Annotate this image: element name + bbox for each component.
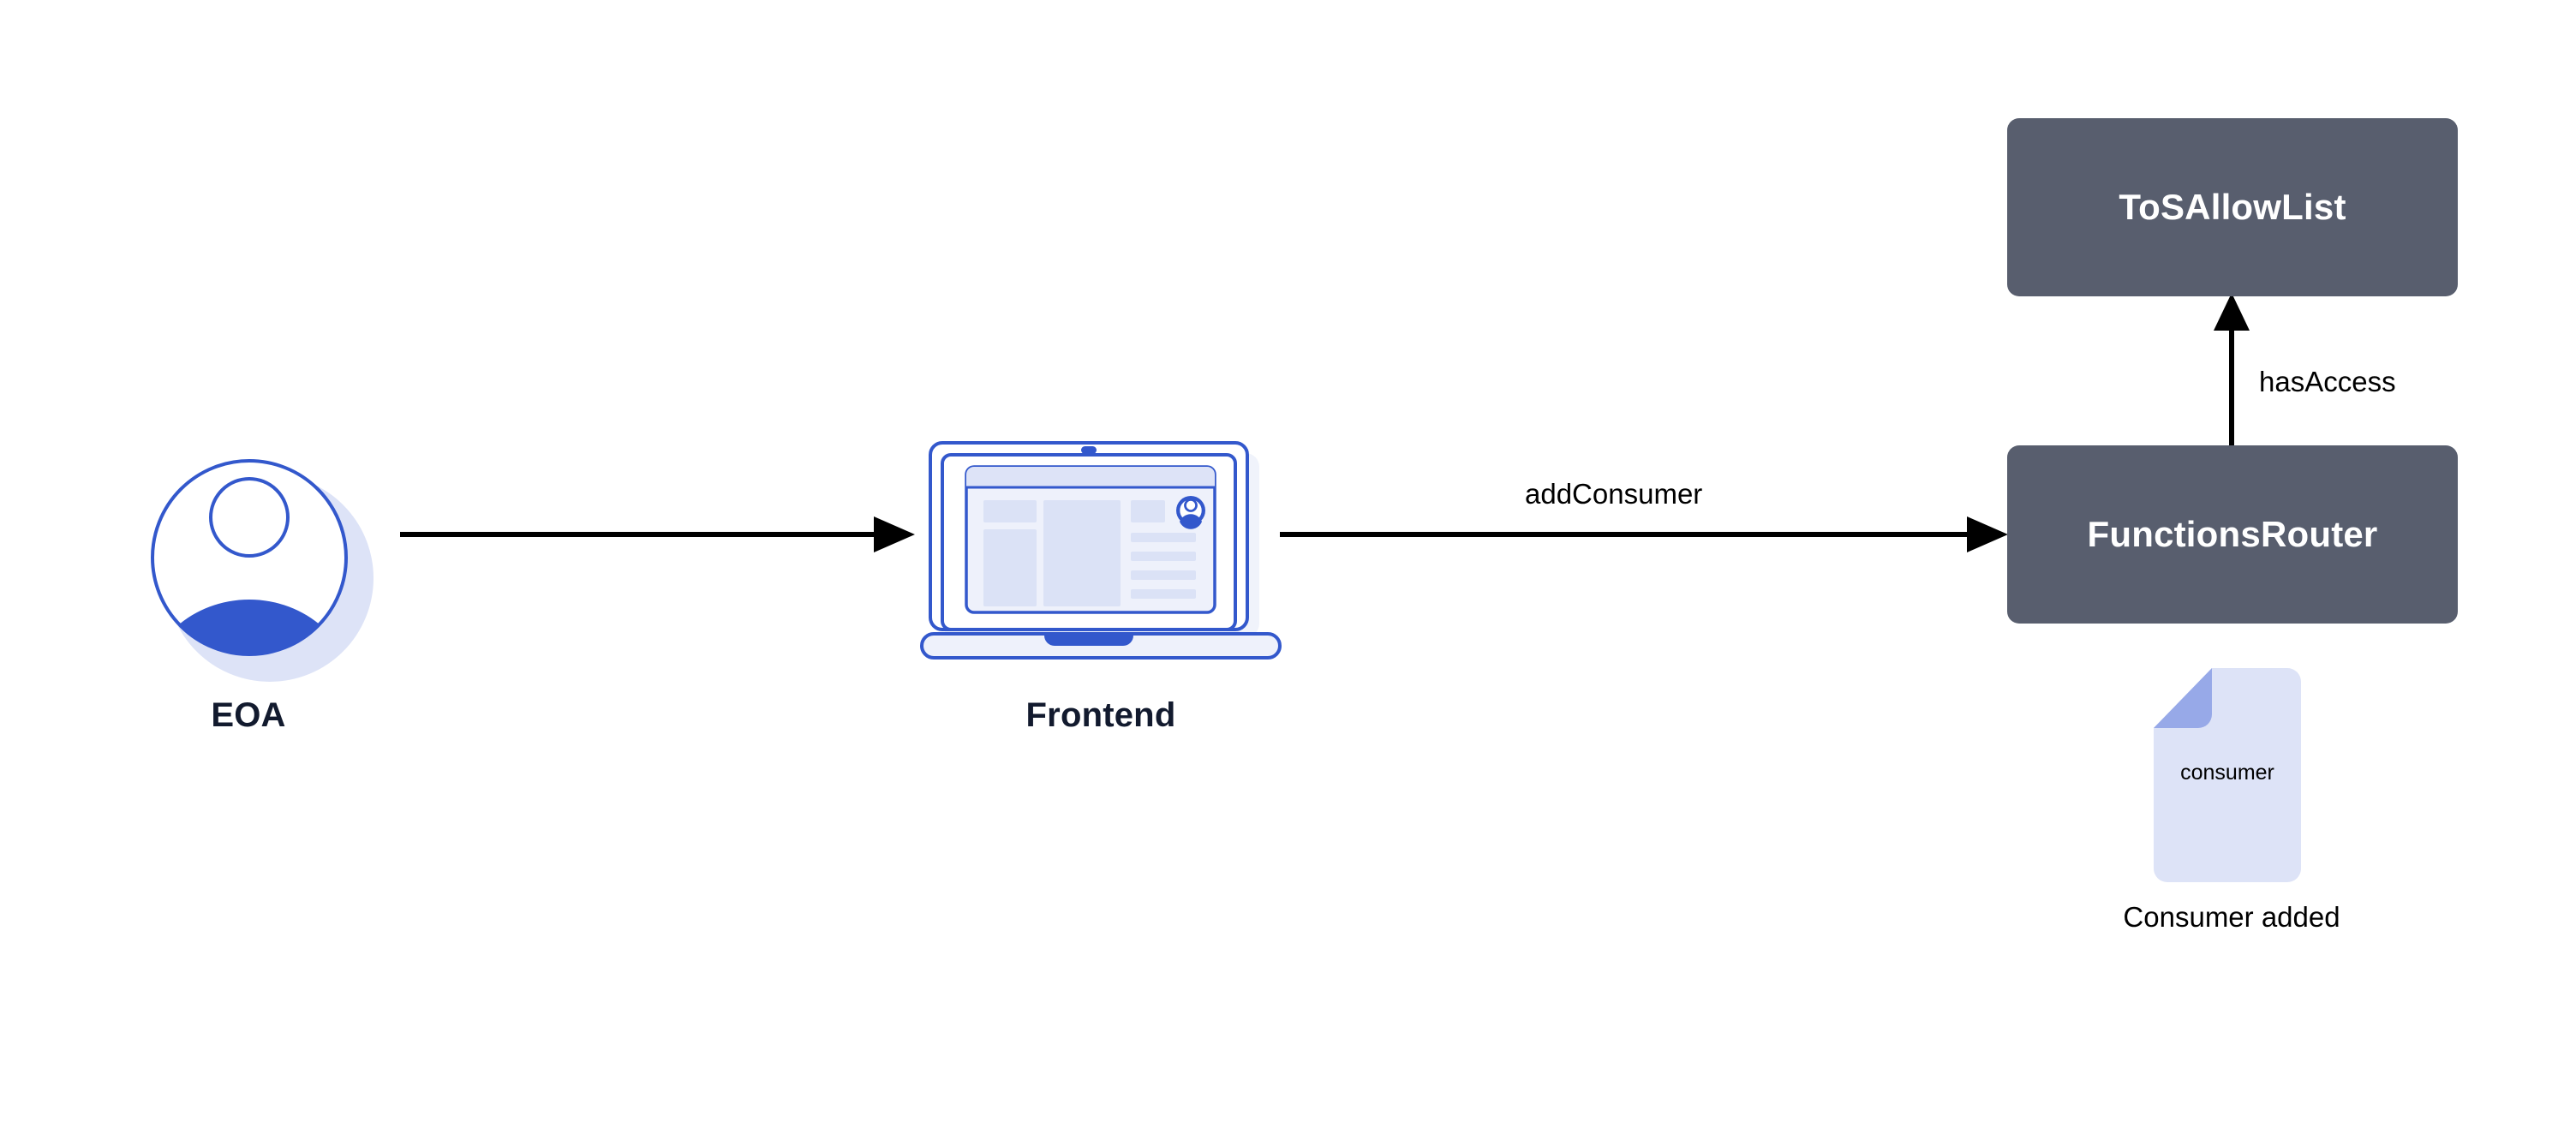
screen-titlebar (966, 467, 1215, 486)
laptop-camera-icon (1081, 446, 1097, 454)
arrow-eoa-to-frontend (400, 516, 915, 552)
document-body-label: consumer (2180, 761, 2274, 785)
tos-allow-list-label: ToSAllowList (2119, 187, 2346, 227)
eoa-label: EOA (211, 696, 286, 734)
node-functions-router[interactable]: FunctionsRouter (2007, 445, 2458, 624)
functions-router-label: FunctionsRouter (2087, 514, 2378, 554)
screen-text-line-2 (1131, 552, 1196, 561)
screen-sidebar-block-1 (983, 500, 1037, 522)
screen-avatar-icon (1176, 496, 1205, 529)
arrow-frontend-to-router (1280, 516, 2008, 552)
screen-main-block (1043, 500, 1121, 606)
laptop-trackpad-notch (1044, 634, 1133, 646)
frontend-label: Frontend (1025, 696, 1176, 734)
screen-text-line-4 (1131, 589, 1196, 599)
document-fold-icon (2154, 668, 2212, 728)
arrow-router-to-allowlist (2214, 293, 2250, 447)
eoa-node[interactable] (137, 445, 420, 728)
edge-label-hasaccess: hasAccess (2259, 366, 2396, 397)
screen-sidebar-block-2 (983, 529, 1037, 606)
avatar-head-circle (209, 477, 290, 558)
screen-text-line-3 (1131, 570, 1196, 580)
screen-text-line-1 (1131, 533, 1196, 542)
node-tos-allow-list[interactable]: ToSAllowList (2007, 118, 2458, 296)
edge-label-addconsumer: addConsumer (1525, 478, 1703, 510)
frontend-node[interactable] (917, 433, 1285, 668)
screen-right-block (1131, 500, 1165, 522)
consumer-document-node[interactable]: consumer (2140, 666, 2320, 891)
consumer-added-caption: Consumer added (2123, 901, 2340, 933)
